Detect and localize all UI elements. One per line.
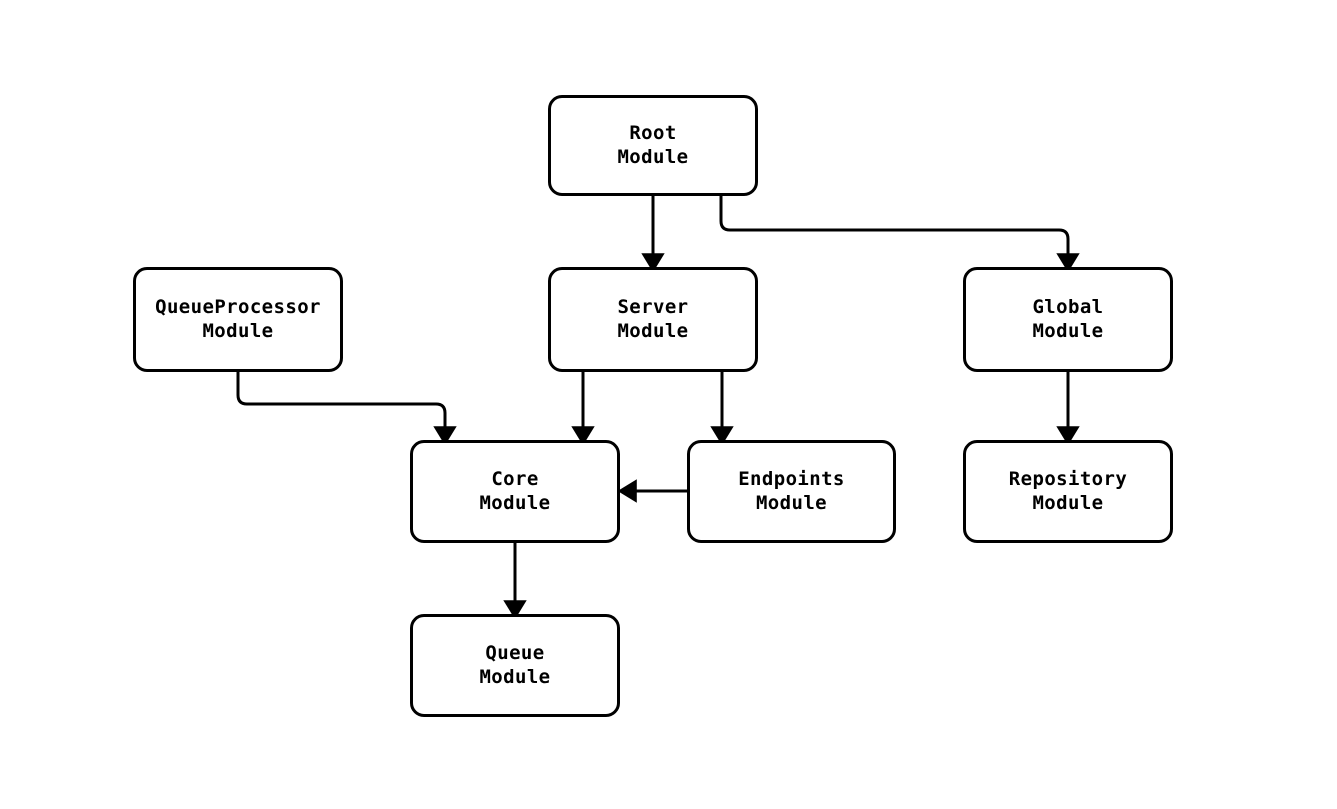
- node-label-repository: Repository Module: [1008, 468, 1128, 514]
- node-root[interactable]: Root Module: [548, 95, 758, 196]
- node-label-endpoints: Endpoints Module: [738, 468, 845, 514]
- node-label-server: Server Module: [617, 296, 689, 342]
- node-label-queueprocessor: QueueProcessor Module: [155, 296, 321, 342]
- node-endpoints[interactable]: Endpoints Module: [687, 440, 896, 543]
- node-label-core: Core Module: [479, 468, 551, 514]
- edge-root-to-global: [719, 196, 1080, 273]
- node-queueprocessor[interactable]: QueueProcessor Module: [133, 267, 343, 372]
- node-repository[interactable]: Repository Module: [963, 440, 1173, 543]
- node-queue[interactable]: Queue Module: [410, 614, 620, 717]
- node-label-root: Root Module: [617, 122, 689, 168]
- edge-queueprocessor-to-core: [236, 372, 457, 446]
- node-label-global: Global Module: [1032, 296, 1104, 342]
- node-global[interactable]: Global Module: [963, 267, 1173, 372]
- node-core[interactable]: Core Module: [410, 440, 620, 543]
- node-server[interactable]: Server Module: [548, 267, 758, 372]
- node-label-queue: Queue Module: [479, 642, 551, 688]
